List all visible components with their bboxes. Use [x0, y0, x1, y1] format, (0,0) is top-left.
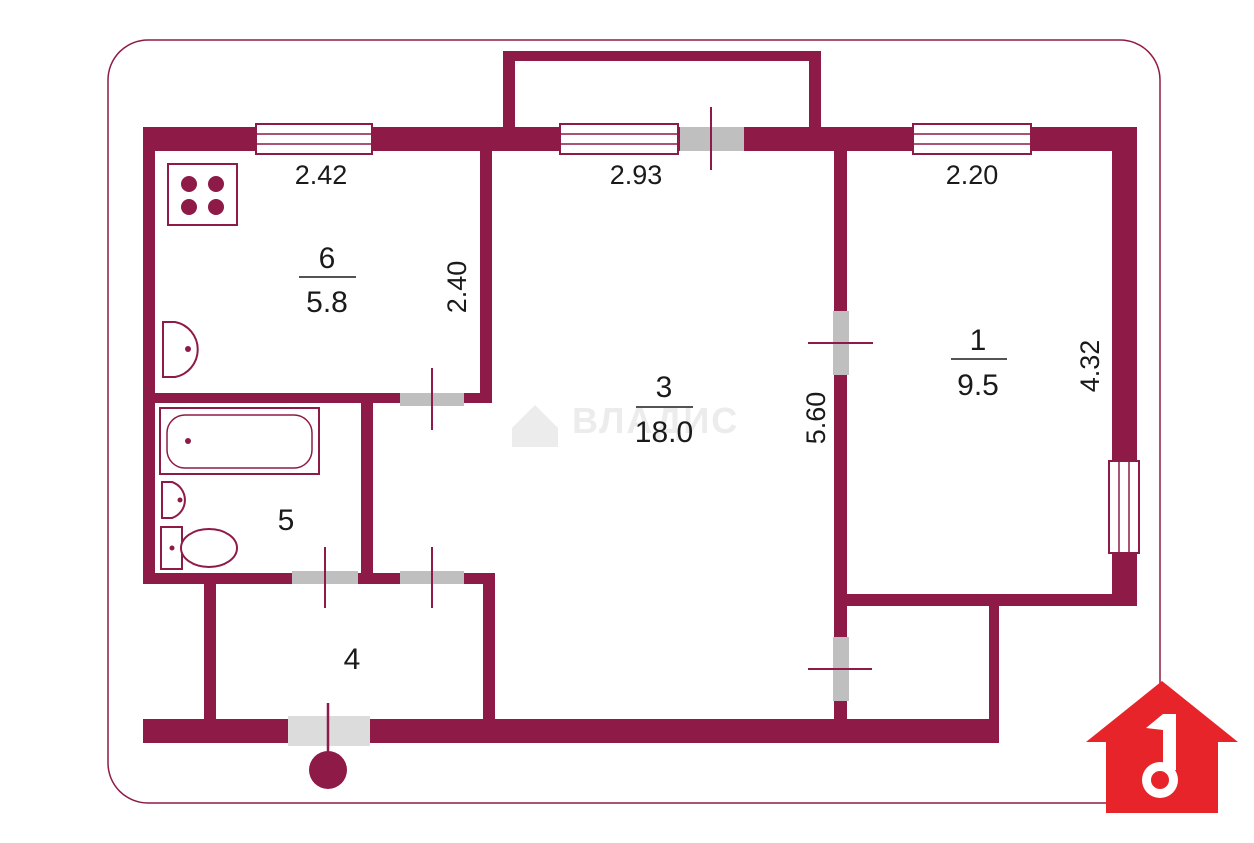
room-bedroom-label: 1 9.5 — [951, 324, 1007, 402]
window-bedroom — [912, 123, 1032, 155]
room-hallway-label: 4 — [344, 643, 361, 676]
watermark-house-icon — [512, 405, 558, 447]
dim-living-depth: 5.60 — [801, 392, 831, 445]
bathtub-icon — [159, 407, 320, 475]
window-bedroom-side — [1108, 460, 1140, 554]
house-key-logo-icon — [1086, 681, 1238, 813]
room-area: 18.0 — [635, 416, 693, 449]
windows — [255, 123, 1140, 554]
dim-bedroom-width: 2.20 — [946, 160, 999, 190]
dim-kitchen-width: 2.42 — [295, 160, 348, 190]
dim-living-width: 2.93 — [610, 160, 663, 190]
dim-kitchen-depth: 2.40 — [442, 261, 472, 314]
sink-icon — [162, 321, 199, 378]
dim-bedroom-depth: 4.32 — [1075, 340, 1105, 393]
door-bathroom — [292, 547, 358, 608]
room-area: 5.8 — [306, 286, 348, 319]
room-number: 1 — [970, 324, 987, 357]
window-kitchen — [255, 123, 373, 155]
balcony — [503, 51, 821, 131]
plan-frame — [107, 39, 1161, 804]
room-area: 9.5 — [957, 369, 999, 402]
room-kitchen-label: 6 5.8 — [299, 242, 356, 319]
room-number: 6 — [319, 242, 336, 275]
room-living-label: 3 18.0 — [635, 371, 693, 449]
door-closet — [808, 637, 872, 701]
window-living — [559, 123, 679, 155]
bathroom-sink-icon — [161, 481, 186, 519]
room-bathroom-label: 5 — [278, 504, 295, 537]
doors — [288, 107, 873, 746]
toilet-icon — [160, 526, 238, 570]
door-hall — [400, 547, 464, 608]
door-balcony — [680, 107, 744, 170]
room-number: 3 — [656, 371, 673, 404]
entrance-marker-icon — [309, 703, 347, 789]
door-kitchen — [400, 368, 464, 430]
door-bedroom — [808, 311, 873, 375]
stove-icon — [167, 163, 238, 226]
watermark: ВЛАДИС — [512, 400, 737, 447]
